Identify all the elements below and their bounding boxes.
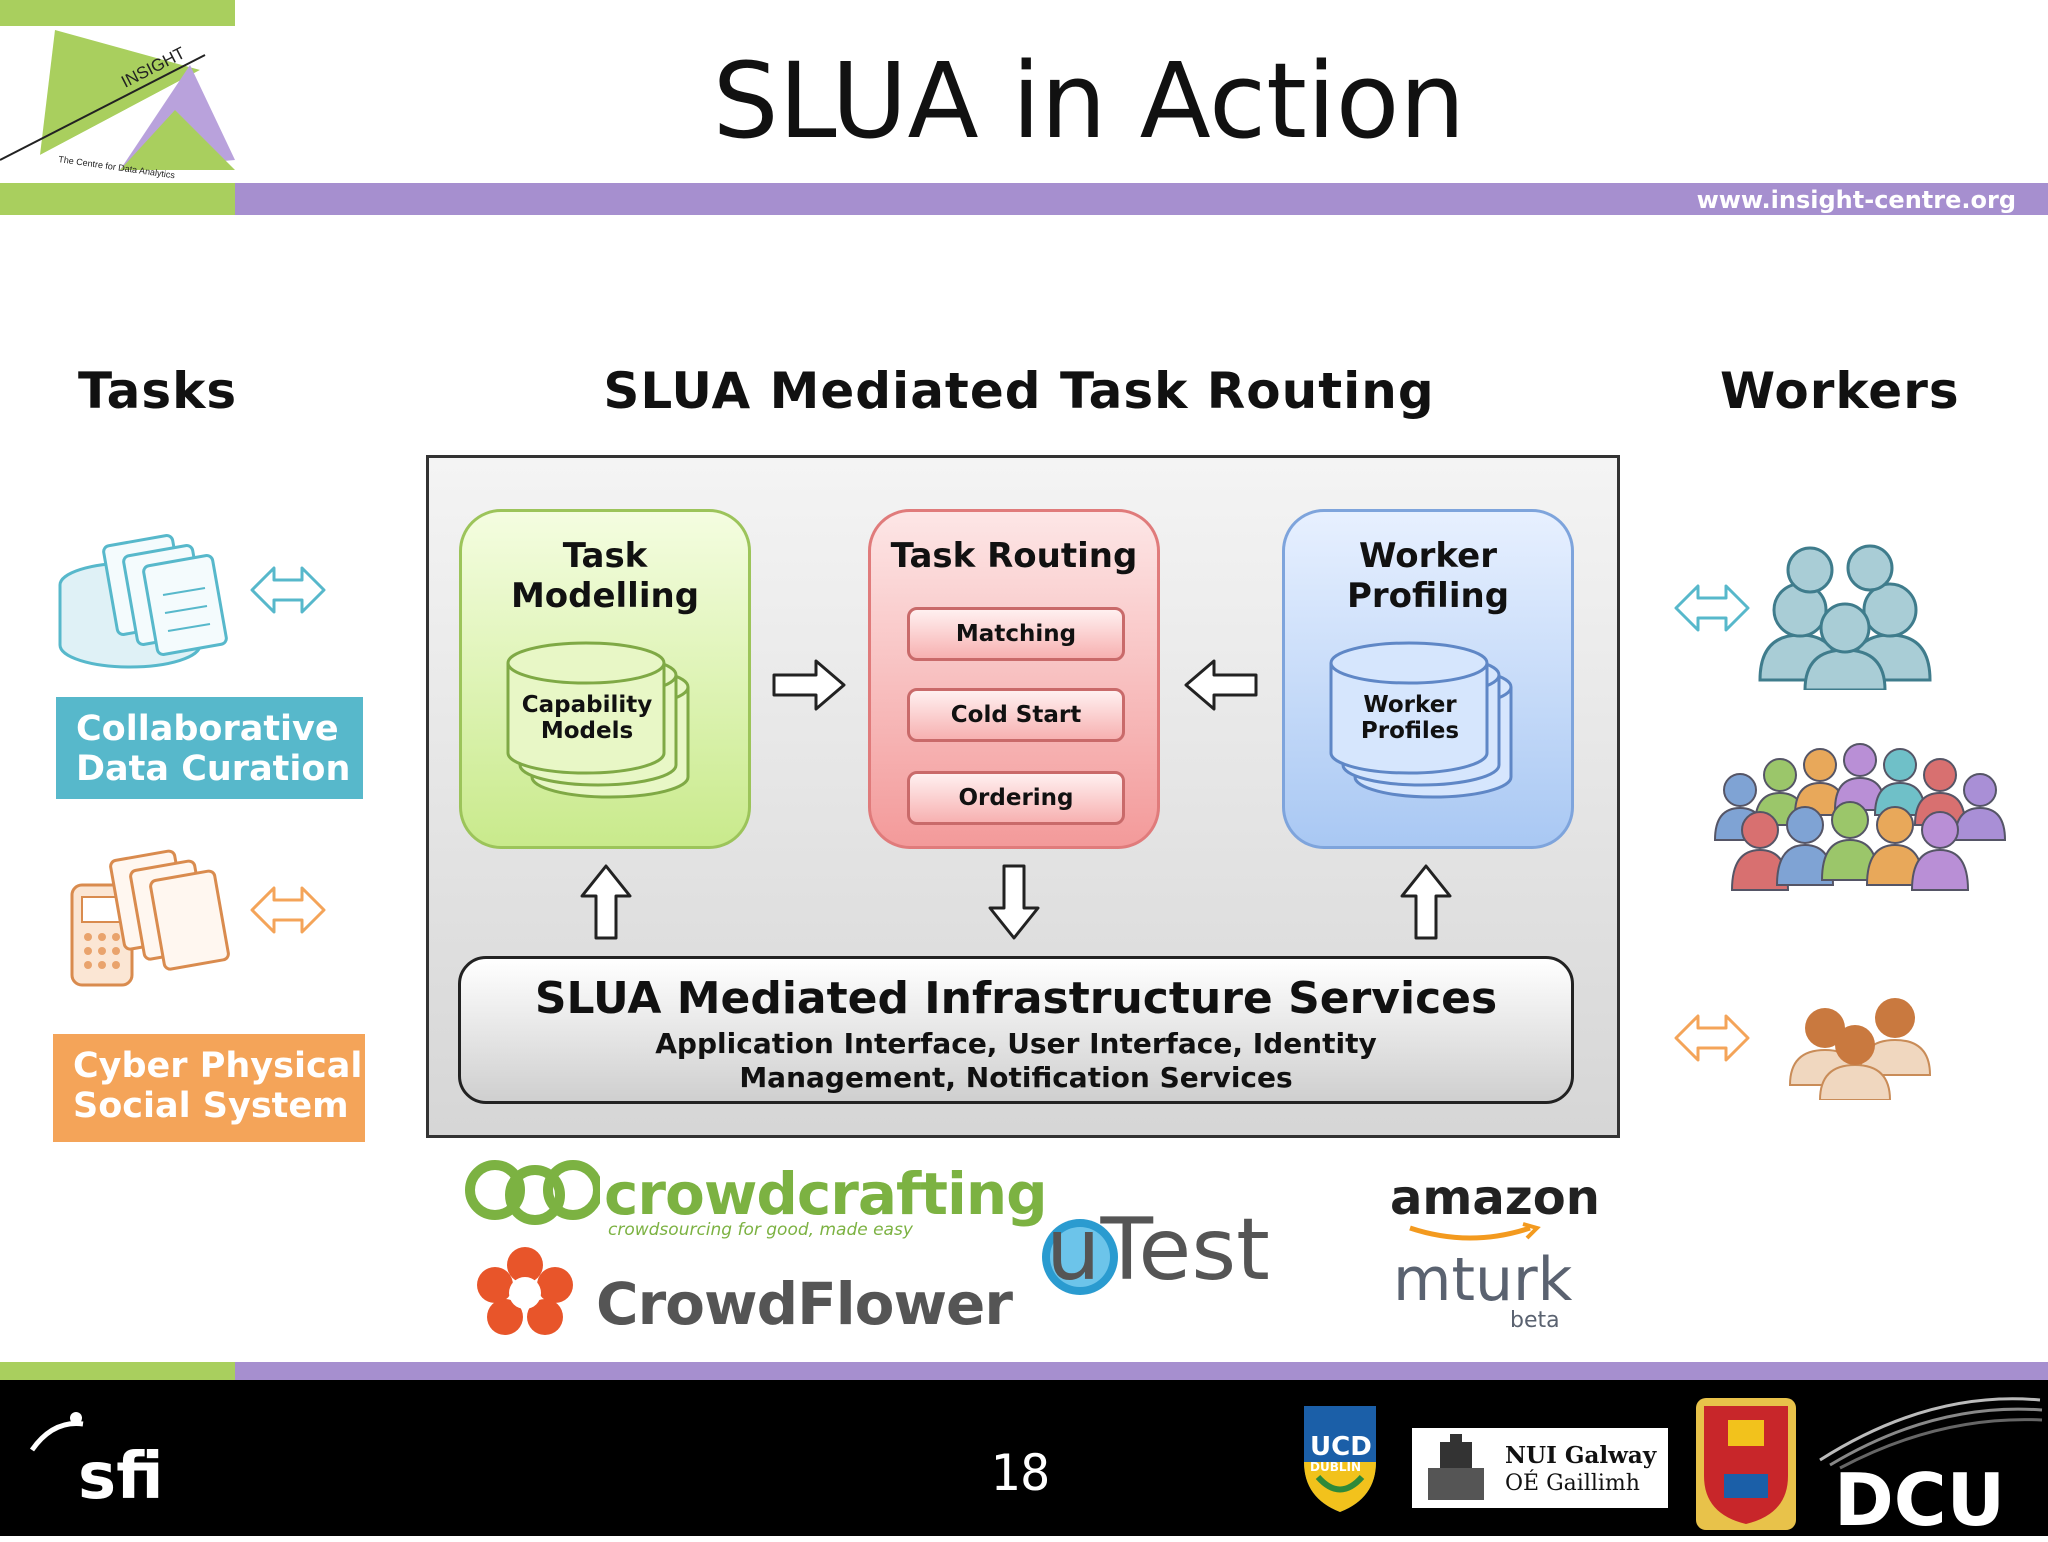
header-green-bar xyxy=(0,183,235,215)
university-crest-icon xyxy=(1696,1398,1796,1530)
utest-logo-icon xyxy=(1042,1219,1118,1295)
ordering-step: Ordering xyxy=(907,771,1125,825)
crowdcrafting-wordmark: crowdcrafting xyxy=(604,1160,1048,1228)
footer-green-bar xyxy=(0,1362,235,1380)
worker-profiles-label: Worker Profiles xyxy=(1360,692,1460,744)
crowdcrafting-logo-icon xyxy=(465,1160,600,1225)
bidirectional-arrow-icon-orange xyxy=(250,886,326,934)
insight-logo: INSIGHT The Centre for Data Analytics xyxy=(0,30,235,180)
arrow-up-icon xyxy=(580,864,632,940)
matching-step: Matching xyxy=(907,607,1125,661)
header-purple-bar xyxy=(235,183,2048,215)
collaborative-data-curation-label: Collaborative Data Curation xyxy=(56,697,363,799)
mturk-wordmark: mturk xyxy=(1393,1245,1573,1315)
collaborative-data-curation-text: Collaborative Data Curation xyxy=(76,709,351,789)
dcu-logo: DCU xyxy=(1834,1458,2006,1542)
ucd-logo-text: UCD xyxy=(1310,1432,1372,1462)
amazon-wordmark: amazon xyxy=(1390,1170,1600,1226)
cyber-physical-social-system-text: Cyber Physical Social System xyxy=(73,1046,363,1126)
sfi-logo: sfi xyxy=(78,1440,164,1514)
mturk-beta-label: beta xyxy=(1510,1308,1560,1333)
bidirectional-arrow-icon xyxy=(250,566,326,614)
routing-heading: SLUA Mediated Task Routing xyxy=(603,362,1435,420)
worker-profiles-database-icon xyxy=(1329,641,1513,799)
crowdflower-logo-icon xyxy=(477,1247,573,1335)
site-url: www.insight-centre.org xyxy=(1696,186,2016,214)
small-group-icon xyxy=(1788,998,1932,1100)
cyber-physical-social-system-label: Cyber Physical Social System xyxy=(53,1034,365,1142)
capability-models-database-icon xyxy=(506,641,690,799)
capability-models-label: Capability Models xyxy=(521,692,653,744)
header-green-bar-top xyxy=(0,0,235,26)
people-group-icon xyxy=(1758,544,1932,690)
sfi-swoosh-icon xyxy=(29,1412,84,1452)
arrow-left-icon xyxy=(1184,659,1258,711)
infrastructure-services-box: SLUA Mediated Infrastructure Services Ap… xyxy=(458,956,1574,1104)
slide-title: SLUA in Action xyxy=(712,40,1466,162)
ucd-logo-subtext: DUBLIN xyxy=(1310,1460,1362,1474)
ucd-crest-icon xyxy=(1304,1406,1376,1512)
worker-profiling-module: Worker Profiling Worker Profiles xyxy=(1282,509,1574,849)
task-routing-module: Task Routing Matching Cold Start Orderin… xyxy=(868,509,1160,849)
cold-start-step: Cold Start xyxy=(907,688,1125,742)
worker-profiling-title: Worker Profiling xyxy=(1346,536,1510,616)
task-modelling-module: Task Modelling Capability Models xyxy=(459,509,751,849)
nui-galway-irish-name: OÉ Gaillimh xyxy=(1505,1471,1640,1496)
page-number: 18 xyxy=(990,1444,1051,1502)
arrow-up-icon-right xyxy=(1400,864,1452,940)
crowdcrafting-tagline: crowdsourcing for good, made easy xyxy=(608,1220,913,1240)
arrow-right-icon xyxy=(772,659,846,711)
nui-galway-name: NUI Galway xyxy=(1505,1442,1657,1469)
infrastructure-title: SLUA Mediated Infrastructure Services xyxy=(534,973,1498,1024)
task-routing-title: Task Routing xyxy=(890,536,1138,576)
bidirectional-arrow-icon-workers-3 xyxy=(1674,1014,1750,1062)
crowd-icon xyxy=(1713,743,2007,891)
amazon-smile-icon xyxy=(1409,1222,1541,1241)
dcu-swoosh-icon xyxy=(1819,1397,2043,1470)
phone-clipboard-icon xyxy=(70,849,230,987)
utest-wordmark: uTest xyxy=(1046,1200,1270,1300)
bidirectional-arrow-icon-workers-1 xyxy=(1674,584,1750,632)
workers-heading: Workers xyxy=(1720,362,1960,420)
tasks-heading: Tasks xyxy=(78,362,238,420)
clipboard-database-icon xyxy=(58,534,228,669)
arrow-down-icon xyxy=(988,864,1040,940)
crowdflower-wordmark: CrowdFlower xyxy=(596,1270,1013,1338)
nui-galway-building-icon xyxy=(1428,1434,1484,1500)
footer-purple-bar xyxy=(235,1362,2048,1380)
task-modelling-title: Task Modelling xyxy=(510,536,700,616)
infrastructure-subtitle: Application Interface, User Interface, I… xyxy=(655,1027,1377,1094)
